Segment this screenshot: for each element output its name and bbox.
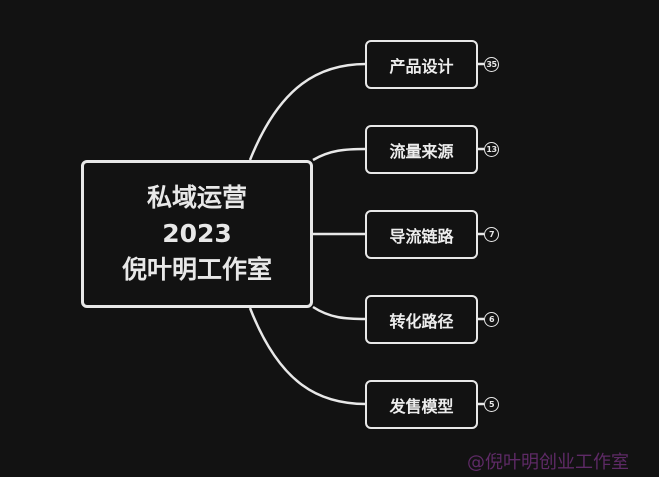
connector-sales-model [248,307,367,406]
branch-label: 导流链路 [389,226,454,246]
collapse-count-badge[interactable]: 7 [484,227,499,242]
branch-label: 发售模型 [389,396,454,416]
root-studio: 倪叶明工作室 [121,255,272,284]
branch-label: 流量来源 [389,141,454,161]
root-year: 2023 [162,219,232,248]
root-topic[interactable]: 私域运营 2023 倪叶明工作室 [81,160,313,308]
branch-conversion-path[interactable]: 转化路径 [365,295,478,344]
root-title: 私域运营 [146,183,247,212]
watermark: @倪叶明创业工作室 [467,452,629,473]
branch-sales-model[interactable]: 发售模型 [365,380,478,429]
branch-traffic-source[interactable]: 流量来源 [365,125,478,174]
branch-product-design[interactable]: 产品设计 [365,40,478,89]
collapse-count-badge[interactable]: 35 [484,57,499,72]
connector-product-design [248,62,367,161]
branch-label: 转化路径 [389,311,454,331]
collapse-count-badge[interactable]: 6 [484,312,499,327]
collapse-count-badge[interactable]: 13 [484,142,499,157]
branch-diversion-link[interactable]: 导流链路 [365,210,478,259]
branch-label: 产品设计 [389,56,454,76]
connector-conversion-path [312,305,367,321]
connector-traffic-source [312,147,367,162]
collapse-count-badge[interactable]: 5 [484,397,499,412]
